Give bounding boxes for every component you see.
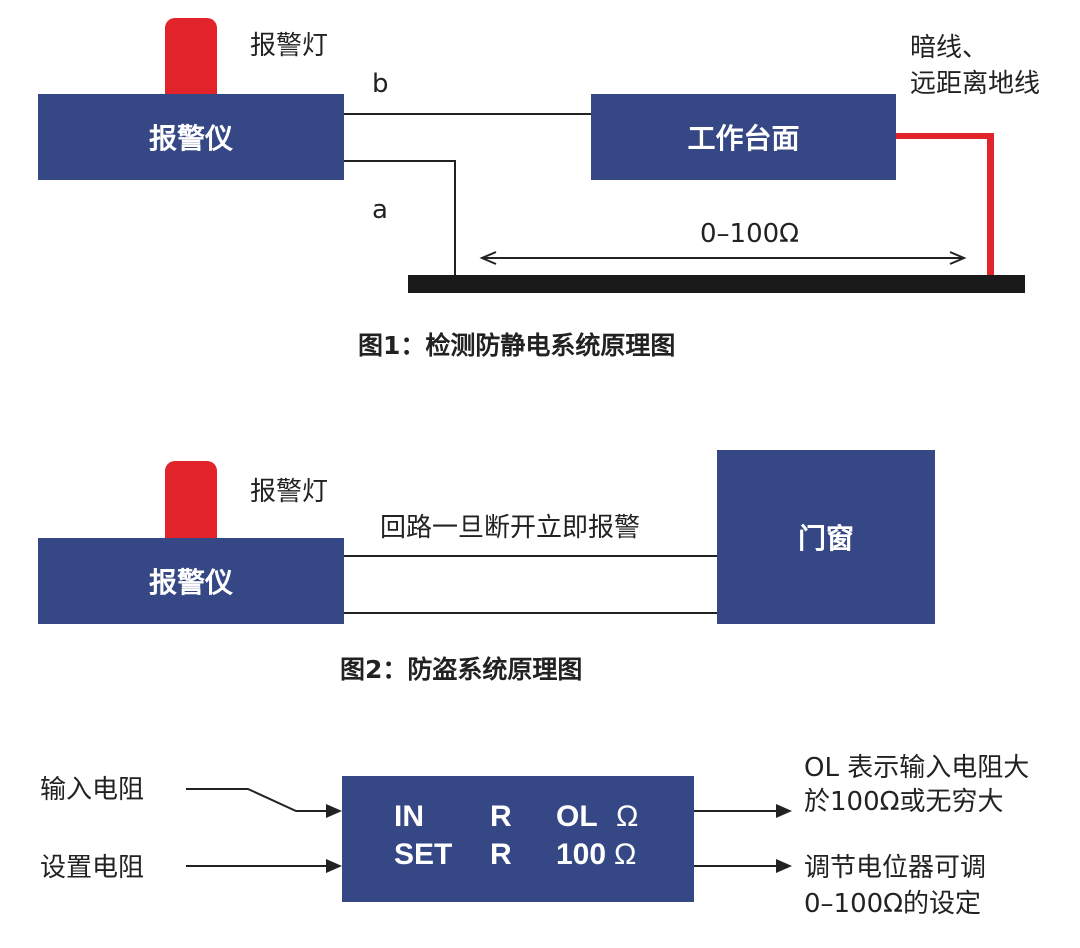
set-resistance-label: 设置电阻 xyxy=(40,853,145,883)
display-set-unit: Ω xyxy=(614,838,637,871)
figure-2-caption: 图2：防盗系统原理图 xyxy=(340,655,583,684)
wire-a-vertical xyxy=(454,160,456,275)
display-set-r: R xyxy=(490,838,512,871)
loop-wire-bottom xyxy=(344,612,718,614)
display-set-value: 100 xyxy=(556,838,607,871)
door-window-box-label: 门窗 xyxy=(797,522,854,555)
display-set-text: SET xyxy=(394,838,453,871)
alarm-box-2: 报警仪 xyxy=(38,538,344,624)
ground-wire-label-line2: 远距离地线 xyxy=(910,69,1041,99)
input-arrowhead xyxy=(326,804,342,818)
alarm-box-label-1: 报警仪 xyxy=(148,122,233,155)
range-label: 0–100Ω xyxy=(700,219,800,249)
note-ol-line2: 於100Ω或无穷大 xyxy=(804,787,1004,817)
wire-b-label: b xyxy=(372,69,389,99)
output-arrowhead-2 xyxy=(776,859,792,873)
note-set-line2: 0–100Ω的设定 xyxy=(804,889,982,919)
ground-wire-label-line1: 暗线、 xyxy=(910,33,989,63)
output-arrowhead-1 xyxy=(776,804,792,818)
display-in-value: OL xyxy=(556,800,598,833)
alarm-lamp-label-2: 报警灯 xyxy=(250,477,329,507)
workbench-box: 工作台面 xyxy=(591,94,896,180)
note-set-line1: 调节电位器可调 xyxy=(804,853,987,883)
meter-display xyxy=(342,776,694,902)
door-window-box: 门窗 xyxy=(717,450,935,624)
workbench-box-label: 工作台面 xyxy=(687,122,800,155)
figure-1-caption: 图1：检测防静电系统原理图 xyxy=(358,331,676,360)
display-row-in: IN R OL Ω xyxy=(342,800,694,838)
alarm-lamp-1 xyxy=(165,18,217,94)
display-in-unit: Ω xyxy=(616,800,639,833)
note-ol-line1: OL 表示输入电阻大 xyxy=(804,753,1030,783)
wire-b xyxy=(344,113,591,115)
input-arrow xyxy=(186,788,334,812)
ground-bar xyxy=(408,275,1025,293)
red-ground-wire-vertical xyxy=(987,133,994,275)
display-in-r: R xyxy=(490,800,512,833)
alarm-lamp-label-1: 报警灯 xyxy=(250,31,329,61)
display-in-text: IN xyxy=(394,800,424,833)
alarm-box-label-2: 报警仪 xyxy=(148,566,233,599)
alarm-box-1: 报警仪 xyxy=(38,94,344,180)
red-ground-wire-horizontal xyxy=(896,133,994,139)
input-resistance-label: 输入电阻 xyxy=(40,775,145,805)
wire-a-label: a xyxy=(372,195,388,225)
loop-wire-top xyxy=(344,555,718,557)
set-arrowhead xyxy=(326,859,342,873)
loop-label: 回路一旦断开立即报警 xyxy=(380,513,641,543)
alarm-lamp-2 xyxy=(165,461,217,538)
display-row-set: SET R 100 Ω xyxy=(342,838,694,876)
wire-a-horizontal xyxy=(344,160,456,162)
